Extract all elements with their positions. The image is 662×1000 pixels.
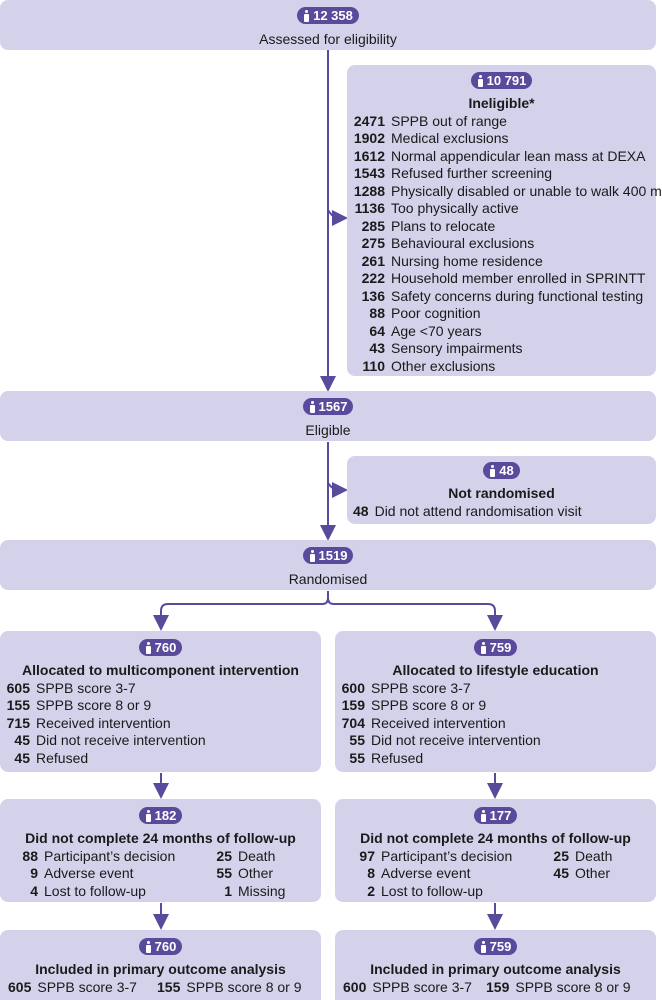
count-badge: 759: [473, 938, 518, 955]
person-icon: [303, 9, 310, 22]
followup-left-box: 182 Did not complete 24 months of follow…: [0, 799, 321, 902]
count-badge: 760: [138, 938, 183, 955]
followup-right-box: 177 Did not complete 24 months of follow…: [335, 799, 656, 902]
count-badge: 48: [483, 462, 520, 479]
person-icon: [480, 641, 487, 654]
person-icon: [145, 641, 152, 654]
analysis-right-box: 759 Included in primary outcome analysis…: [335, 930, 656, 1000]
analysis-label: Included in primary outcome analysis: [35, 960, 286, 977]
assessed-box: 12 358 Assessed for eligibility: [0, 0, 656, 50]
person-icon: [145, 809, 152, 822]
count-badge: 759: [473, 639, 518, 656]
allocation-label: Allocated to lifestyle education: [392, 661, 599, 678]
randomised-count: 1519: [318, 548, 348, 563]
person-icon: [309, 549, 316, 562]
ineligible-count: 10 791: [486, 73, 527, 88]
count-badge: 182: [138, 807, 183, 824]
count-badge: 1567: [302, 398, 354, 415]
count-badge: 12 358: [297, 7, 359, 24]
followup-label: Did not complete 24 months of follow-up: [25, 829, 296, 846]
assessed-label: Assessed for eligibility: [259, 30, 397, 47]
analysis-left-box: 760 Included in primary outcome analysis…: [0, 930, 321, 1000]
person-icon: [480, 809, 487, 822]
followup-label: Did not complete 24 months of follow-up: [360, 829, 631, 846]
allocation-multicomponent-box: 760 Allocated to multicomponent interven…: [0, 631, 321, 772]
ineligible-label: Ineligible*: [468, 94, 535, 111]
count-badge: 760: [138, 639, 183, 656]
person-icon: [309, 400, 316, 413]
randomised-label: Randomised: [288, 570, 368, 587]
not-randomised-label: Not randomised: [448, 484, 555, 501]
analysis-label: Included in primary outcome analysis: [370, 960, 621, 977]
allocation-label: Allocated to multicomponent intervention: [22, 661, 299, 678]
count-badge: 10 791: [470, 72, 533, 89]
not-randomised-count: 48: [499, 463, 514, 478]
eligible-box: 1567 Eligible: [0, 391, 656, 441]
person-icon: [477, 74, 484, 87]
assessed-count: 12 358: [313, 8, 353, 23]
count-badge: 1519: [302, 547, 354, 564]
person-icon: [145, 940, 152, 953]
eligible-label: Eligible: [305, 421, 351, 438]
count-badge: 177: [473, 807, 518, 824]
allocation-lifestyle-box: 759 Allocated to lifestyle education 600…: [335, 631, 656, 772]
person-icon: [480, 940, 487, 953]
randomised-box: 1519 Randomised: [0, 540, 656, 590]
person-icon: [489, 464, 496, 477]
eligible-count: 1567: [318, 399, 348, 414]
